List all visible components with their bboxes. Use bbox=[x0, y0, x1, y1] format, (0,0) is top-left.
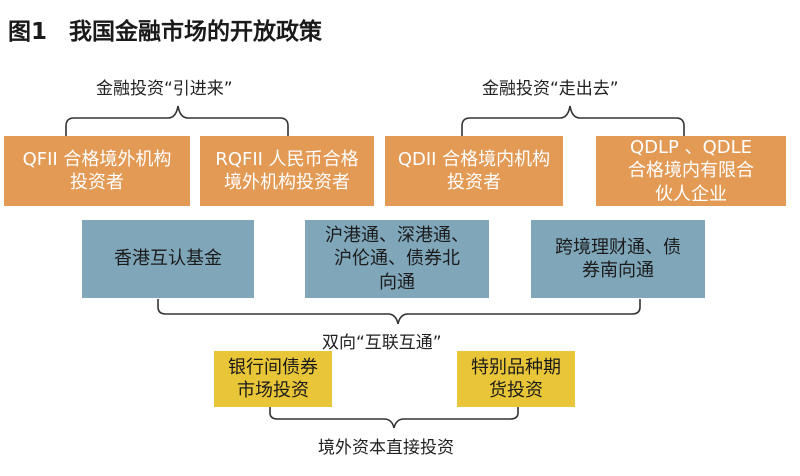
connect-label: 双向“互联互通” bbox=[322, 333, 442, 353]
wealth-connect-box: 跨境理财通、债券南向通 bbox=[531, 220, 705, 298]
connect-brace bbox=[157, 299, 641, 325]
interbank-bond-line: 市场投资 bbox=[237, 380, 309, 401]
bring-in-label: 金融投资“引进来” bbox=[96, 79, 233, 99]
qdii-box: QDII 合格境内机构投资者 bbox=[385, 136, 563, 206]
qdii-line: 投资者 bbox=[447, 172, 501, 193]
futures-box: 特别品种期货投资 bbox=[457, 351, 575, 407]
qdii-line: QDII 合格境内机构 bbox=[397, 148, 551, 170]
stock-connect-line: 沪港通、深港通、 bbox=[325, 225, 469, 247]
figure-title: 图1 我国金融市场的开放政策 bbox=[8, 12, 322, 46]
qdlp-line: 伙人企业 bbox=[655, 183, 727, 205]
rqfii-line: RQFII 人民币合格 bbox=[215, 148, 359, 170]
wealth-connect-line: 跨境理财通、债 bbox=[555, 236, 681, 258]
stock-connect-box: 沪港通、深港通、沪伦通、债券北向通 bbox=[305, 220, 489, 298]
qdlp-line: QDLP 、QDLE bbox=[629, 137, 753, 159]
futures-line: 货投资 bbox=[489, 380, 543, 401]
direct-label: 境外资本直接投资 bbox=[318, 438, 454, 458]
figure-number: 图1 bbox=[8, 19, 48, 45]
bring-in-brace bbox=[65, 105, 289, 136]
figure-title-text: 我国金融市场的开放政策 bbox=[69, 19, 323, 45]
interbank-bond-line: 银行间债券 bbox=[228, 356, 318, 378]
go-out-brace bbox=[461, 105, 685, 136]
rqfii-line: 境外机构投资者 bbox=[224, 172, 350, 193]
interbank-bond-box: 银行间债券市场投资 bbox=[214, 351, 332, 407]
rqfii-box: RQFII 人民币合格境外机构投资者 bbox=[200, 136, 374, 206]
stock-connect-line: 沪伦通、债券北 bbox=[334, 248, 460, 270]
futures-line: 特别品种期 bbox=[471, 356, 561, 378]
qdlp-line: 合格境内有限合 bbox=[628, 160, 754, 182]
go-out-label: 金融投资“走出去” bbox=[482, 79, 619, 99]
direct-brace bbox=[269, 407, 519, 429]
stock-connect-line: 向通 bbox=[379, 271, 415, 293]
qfii-box: QFII 合格境外机构投资者 bbox=[4, 136, 190, 206]
hk-fund-line: 香港互认基金 bbox=[114, 248, 222, 270]
wealth-connect-line: 券南向通 bbox=[582, 260, 654, 281]
qfii-line: 投资者 bbox=[70, 172, 124, 193]
hk-fund-box: 香港互认基金 bbox=[82, 220, 254, 298]
qfii-line: QFII 合格境外机构 bbox=[22, 148, 172, 170]
